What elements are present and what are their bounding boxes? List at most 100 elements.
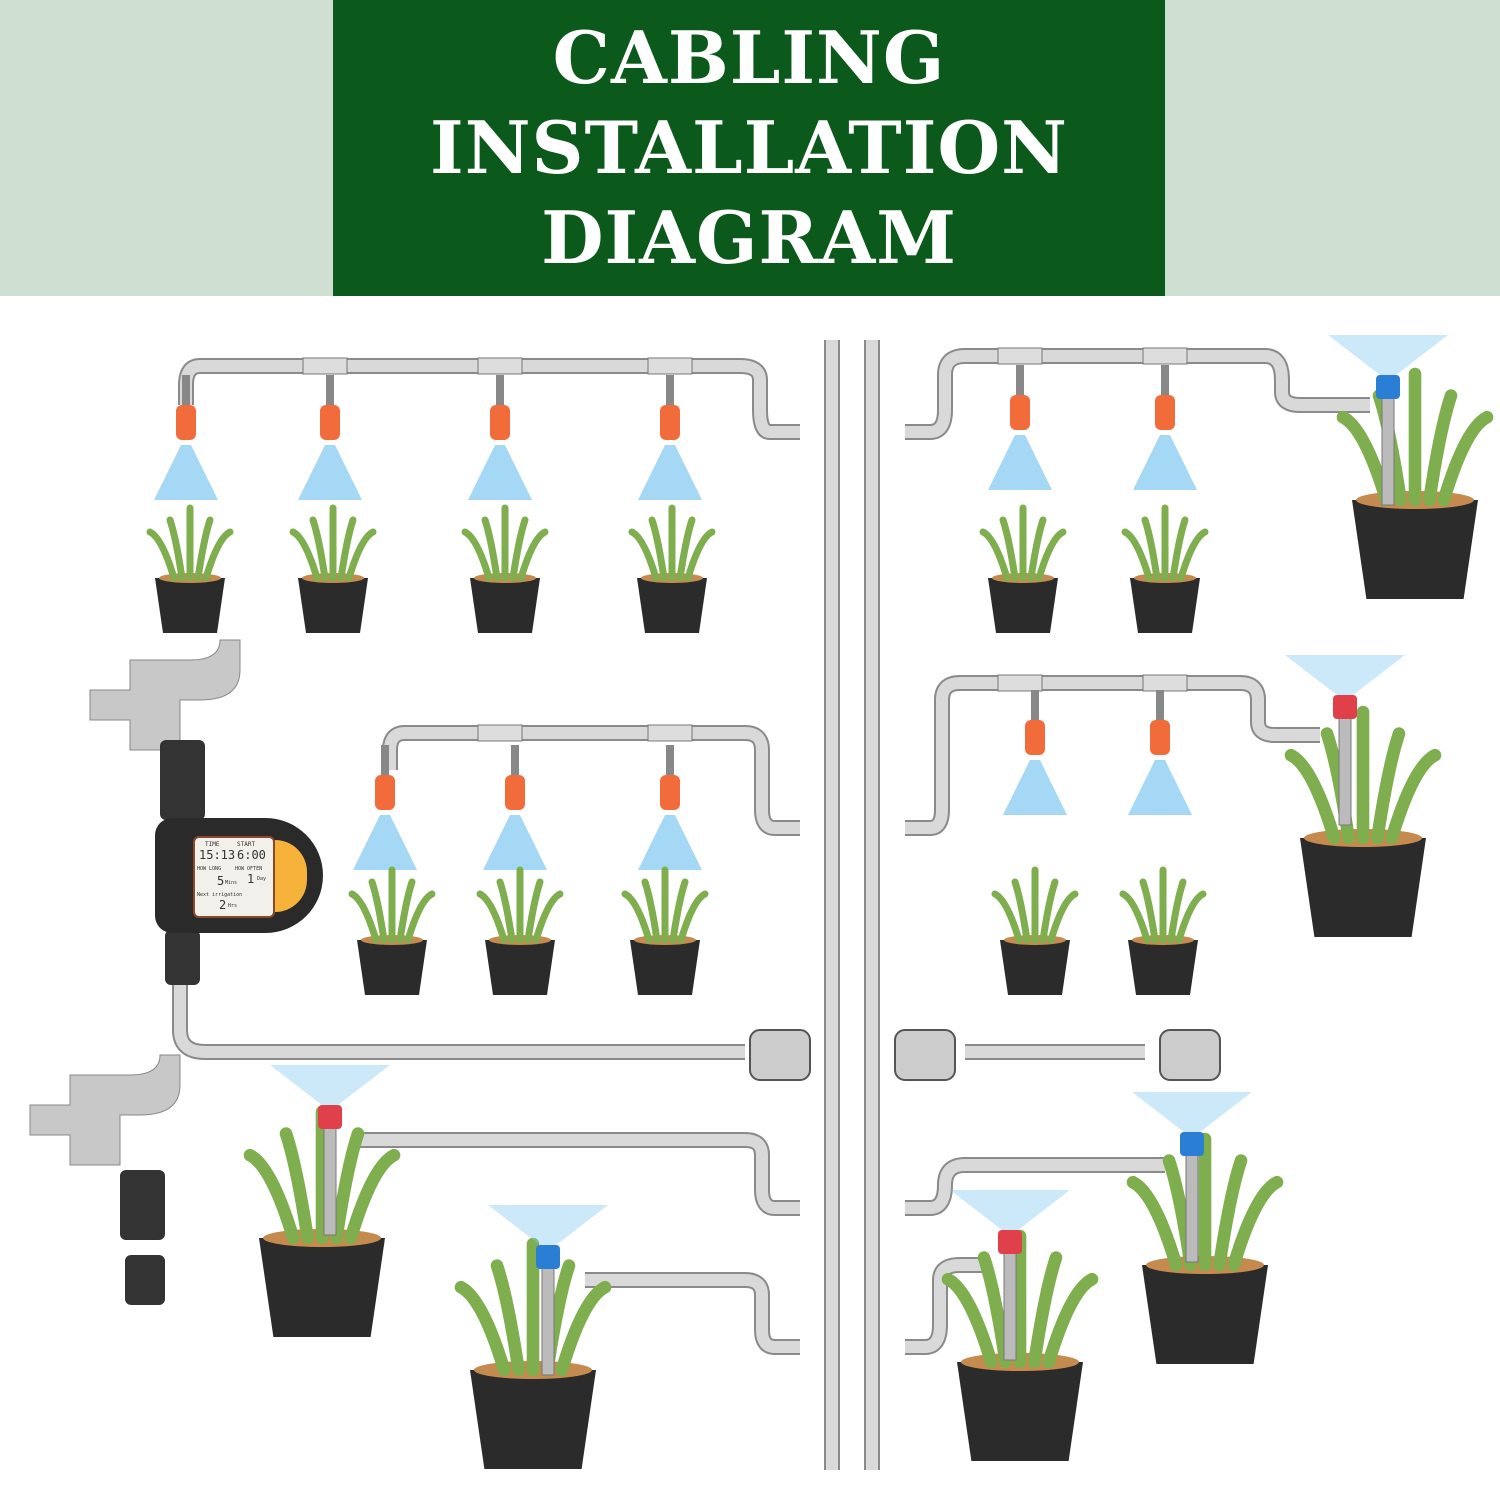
branch-mid-left-outline (382, 725, 800, 836)
how-long-label: HOW LONG (197, 866, 222, 872)
hose-connector (749, 1029, 811, 1081)
pot (637, 578, 707, 633)
cactus-stem (648, 516, 668, 582)
pot (1352, 500, 1478, 599)
mister-nozzle (176, 405, 196, 440)
pot (259, 1238, 385, 1337)
timer-buttons[interactable] (275, 840, 307, 912)
title-line-2: INSTALLATION (430, 105, 1068, 190)
cactus-stem (979, 528, 1011, 582)
cactus-stem (330, 1127, 365, 1245)
cactus-stem (991, 890, 1023, 944)
spray-icon (1285, 655, 1405, 695)
cactus-stem (194, 516, 214, 582)
cactus-stem (1139, 878, 1159, 944)
cactus-stem (532, 890, 564, 944)
cactus-stem (555, 1280, 612, 1377)
branch-top-right (905, 350, 1370, 438)
title-line-3: DIAGRAM (541, 195, 957, 280)
tee-fitting (1142, 674, 1188, 692)
cactus-stem (641, 878, 661, 944)
cactus-stem (1385, 748, 1442, 845)
cactus-stem (977, 1251, 1012, 1369)
title-banner: CABLING INSTALLATION DIAGRAM (333, 0, 1165, 296)
tee-fitting (1142, 347, 1188, 365)
pot (485, 940, 555, 995)
hose-connector (1159, 1029, 1221, 1081)
mister-nozzle (505, 775, 525, 810)
cactus-stem (1175, 890, 1207, 944)
cactus-stem (496, 878, 516, 944)
sprinkler-stake (1003, 1249, 1017, 1361)
spray-icon (1132, 1092, 1252, 1132)
cactus-stem (481, 516, 501, 582)
tee-fitting (997, 347, 1043, 365)
how-often-unit: Day (257, 876, 267, 882)
cactus-stem (999, 516, 1019, 582)
cactus-stem (1042, 1272, 1099, 1369)
how-often-value: 1 (247, 872, 255, 886)
pot (1128, 940, 1198, 995)
mister-nozzle (320, 405, 340, 440)
tee-fitting (647, 357, 693, 375)
time-label: TIME (205, 841, 220, 848)
cactus-stem (1284, 748, 1341, 845)
next-irrigation-value: 2 (219, 898, 227, 912)
cactus-stem (1437, 410, 1494, 507)
tee-fitting (477, 724, 523, 742)
sprinkler-stake (323, 1124, 337, 1236)
spray-icon (353, 815, 417, 870)
cactus-stem (146, 528, 178, 582)
branch-bottom-right (905, 1259, 985, 1353)
quick-connector (120, 1170, 165, 1240)
mister-nozzle (375, 775, 395, 810)
cactus-stem (1121, 528, 1153, 582)
cactus-stem (621, 890, 653, 944)
tee-fitting (302, 357, 348, 375)
time-value: 15:13 (199, 848, 236, 862)
supply-hose (174, 985, 745, 1058)
how-long-unit: Mins (225, 880, 238, 886)
water-timer: TIME START 15:13 6:00 HOW LONG HOW OFTEN… (155, 818, 323, 933)
branch-bottom-left (585, 1274, 800, 1353)
mister-nozzle (490, 405, 510, 440)
spray-icon (468, 445, 532, 500)
faucet-icon (29, 1054, 181, 1166)
tee-fitting (647, 724, 693, 742)
pot (470, 1370, 596, 1469)
sprinkler-head (1333, 695, 1357, 719)
cactus-stem (684, 528, 716, 582)
sprinkler-stake (1185, 1151, 1199, 1263)
pot (988, 578, 1058, 633)
spray-icon (298, 445, 362, 500)
branch-mid-right (905, 677, 1320, 834)
cactus-stem (1039, 878, 1059, 944)
spray-icon (988, 435, 1052, 490)
spray-icon (154, 445, 218, 500)
cactus-stem (1371, 727, 1406, 845)
spray-icon (1133, 435, 1197, 490)
cactus-stem (454, 1280, 511, 1377)
cactus-stem (669, 878, 689, 944)
pot (630, 940, 700, 995)
pot (470, 578, 540, 633)
cactus-stem (1011, 878, 1031, 944)
mister-nozzle (1010, 395, 1030, 430)
sprinkler-head (1376, 375, 1400, 399)
spray-icon (638, 445, 702, 500)
cactus-stem (202, 528, 234, 582)
hose-adapter (125, 1255, 165, 1305)
sprinkler-head (536, 1245, 560, 1269)
cactus-stem (1028, 1251, 1063, 1369)
pot (298, 578, 368, 633)
cactus-stem (677, 890, 709, 944)
cactus-stem (1027, 516, 1047, 582)
pot (1130, 578, 1200, 633)
cactus-stem (289, 528, 321, 582)
mister-nozzle (660, 775, 680, 810)
cactus-stem (1119, 890, 1151, 944)
spray-icon (950, 1190, 1070, 1230)
spray-icon (270, 1065, 390, 1105)
mister-nozzle (1150, 720, 1170, 755)
